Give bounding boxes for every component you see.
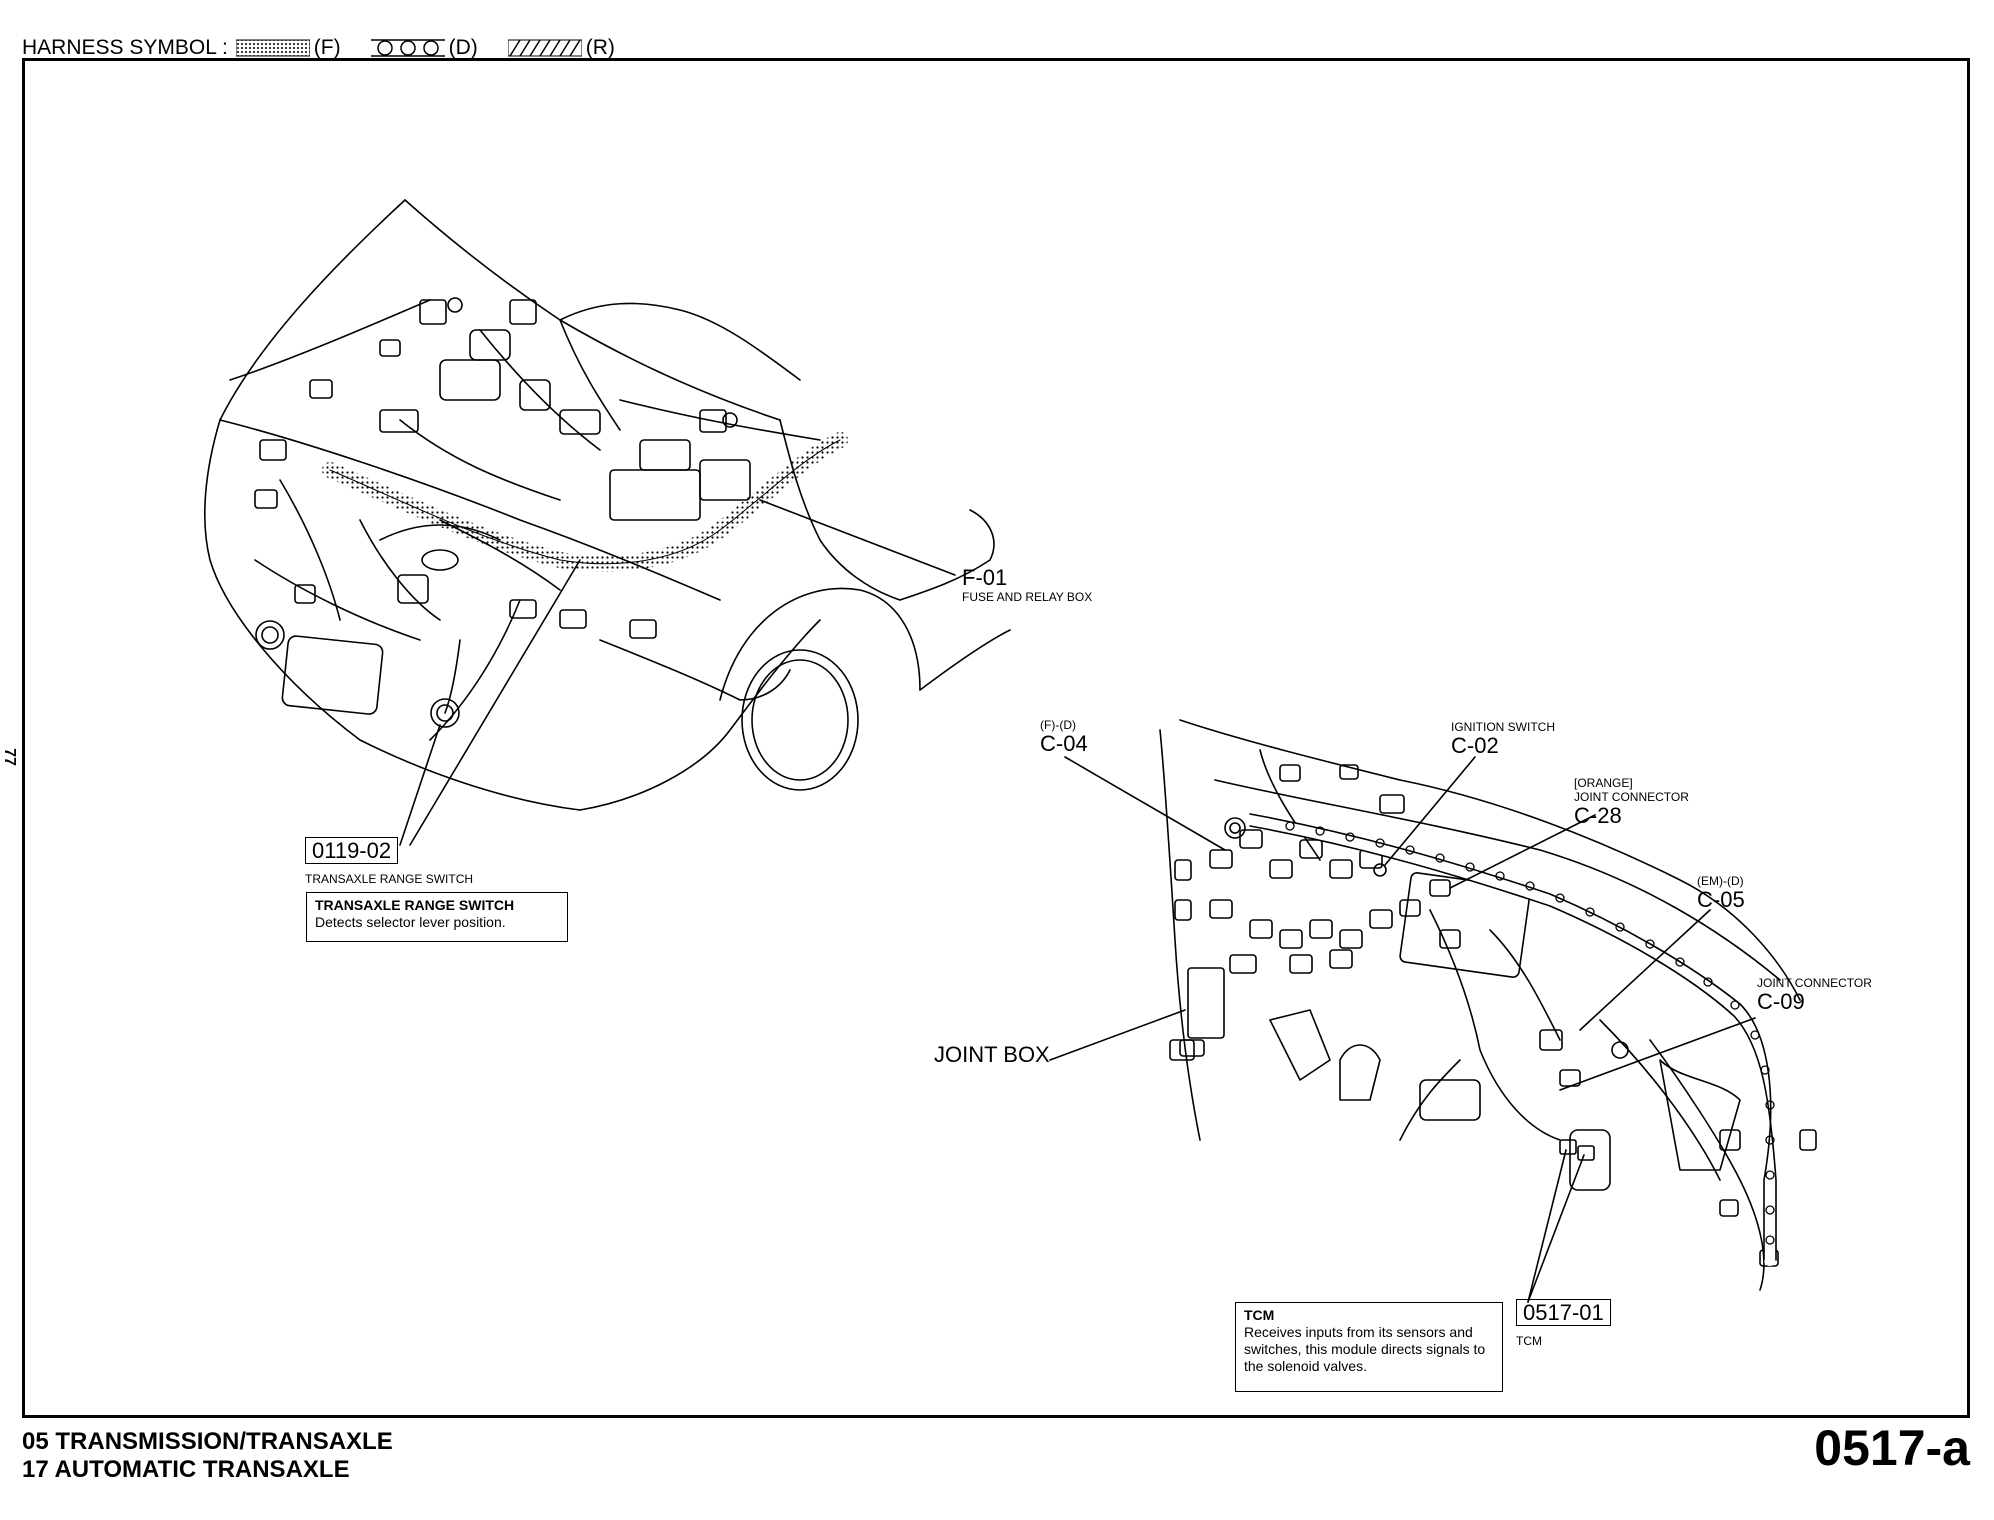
harness-d-swatch bbox=[370, 39, 445, 57]
callout-0119-02: 0119-02 TRANSAXLE RANGE SWITCH bbox=[305, 837, 474, 886]
trs-desc-text: Detects selector lever position. bbox=[315, 914, 506, 930]
callout-f01: F-01 FUSE AND RELAY BOX bbox=[962, 565, 1093, 605]
harness-f-swatch bbox=[235, 39, 310, 57]
callout-c05: (EM)-(D) C-05 bbox=[1697, 874, 1745, 912]
c09-code: C-09 bbox=[1757, 989, 1805, 1014]
f01-code: F-01 bbox=[962, 565, 1008, 590]
legend-f-code: (F) bbox=[313, 36, 341, 59]
footer-line1: 05 TRANSMISSION/TRANSAXLE bbox=[22, 1428, 393, 1455]
tcm-description-box: TCM Receives inputs from its sensors and… bbox=[1235, 1302, 1503, 1392]
callout-0517-01: 0517-01 TCM bbox=[1516, 1299, 1611, 1348]
tcm-desc-title: TCM bbox=[1244, 1307, 1275, 1323]
callout-c09: JOINT CONNECTOR C-09 bbox=[1757, 976, 1872, 1014]
footer-section-titles: 05 TRANSMISSION/TRANSAXLE 17 AUTOMATIC T… bbox=[22, 1428, 393, 1484]
car-front-outline bbox=[204, 199, 995, 811]
legend-r-code: (R) bbox=[585, 36, 615, 59]
callout-c04: (F)-(D) C-04 bbox=[1040, 718, 1088, 756]
d-harness bbox=[1244, 813, 1780, 1266]
harness-r-swatch bbox=[507, 39, 582, 57]
engine-bay-connectors bbox=[254, 297, 751, 728]
dashboard-connectors bbox=[1169, 817, 1629, 1161]
f01-name: FUSE AND RELAY BOX bbox=[962, 590, 1093, 604]
dashboard-outline bbox=[1159, 719, 1817, 1291]
dashboard-leader-lines bbox=[1049, 756, 1756, 1303]
front-leader-lines bbox=[399, 499, 956, 846]
diagram-frame bbox=[22, 58, 1970, 1418]
d-harness-circles bbox=[1285, 821, 1775, 1245]
trs-description-box: TRANSAXLE RANGE SWITCH Detects selector … bbox=[306, 892, 568, 942]
c28-pre2: JOINT CONNECTOR bbox=[1574, 790, 1689, 804]
c28-code: C-28 bbox=[1574, 803, 1622, 828]
c28-pre1: [ORANGE] bbox=[1574, 776, 1633, 790]
c04-code: C-04 bbox=[1040, 731, 1088, 756]
c05-pre: (EM)-(D) bbox=[1697, 874, 1744, 888]
tcm-code-box: 0517-01 bbox=[1516, 1299, 1611, 1326]
callout-c02: IGNITION SWITCH C-02 bbox=[1451, 720, 1555, 758]
c02-pre: IGNITION SWITCH bbox=[1451, 720, 1555, 734]
front-wheel bbox=[719, 587, 1011, 791]
trs-name: TRANSAXLE RANGE SWITCH bbox=[305, 872, 474, 886]
trs-desc-title: TRANSAXLE RANGE SWITCH bbox=[315, 897, 515, 913]
side-page-mark: 77 bbox=[0, 748, 18, 766]
trs-code-box: 0119-02 bbox=[305, 837, 399, 864]
tcm-desc-text: Receives inputs from its sensors and swi… bbox=[1244, 1324, 1486, 1374]
c02-code: C-02 bbox=[1451, 733, 1499, 758]
joint-box-label: JOINT BOX bbox=[934, 1042, 1050, 1067]
footer-line2: 17 AUTOMATIC TRANSAXLE bbox=[22, 1456, 350, 1483]
c04-pre: (F)-(D) bbox=[1040, 718, 1076, 732]
c05-code: C-05 bbox=[1697, 887, 1745, 912]
legend-prefix: HARNESS SYMBOL : bbox=[22, 36, 228, 59]
tcm-name: TCM bbox=[1516, 1334, 1542, 1348]
harness-symbol-legend: HARNESS SYMBOL : (F) (D) (R) bbox=[22, 34, 637, 62]
c09-pre: JOINT CONNECTOR bbox=[1757, 976, 1872, 990]
legend-d-code: (D) bbox=[448, 36, 478, 59]
callout-c28: [ORANGE] JOINT CONNECTOR C-28 bbox=[1574, 776, 1689, 828]
page-number: 0517-a bbox=[1814, 1420, 1970, 1476]
